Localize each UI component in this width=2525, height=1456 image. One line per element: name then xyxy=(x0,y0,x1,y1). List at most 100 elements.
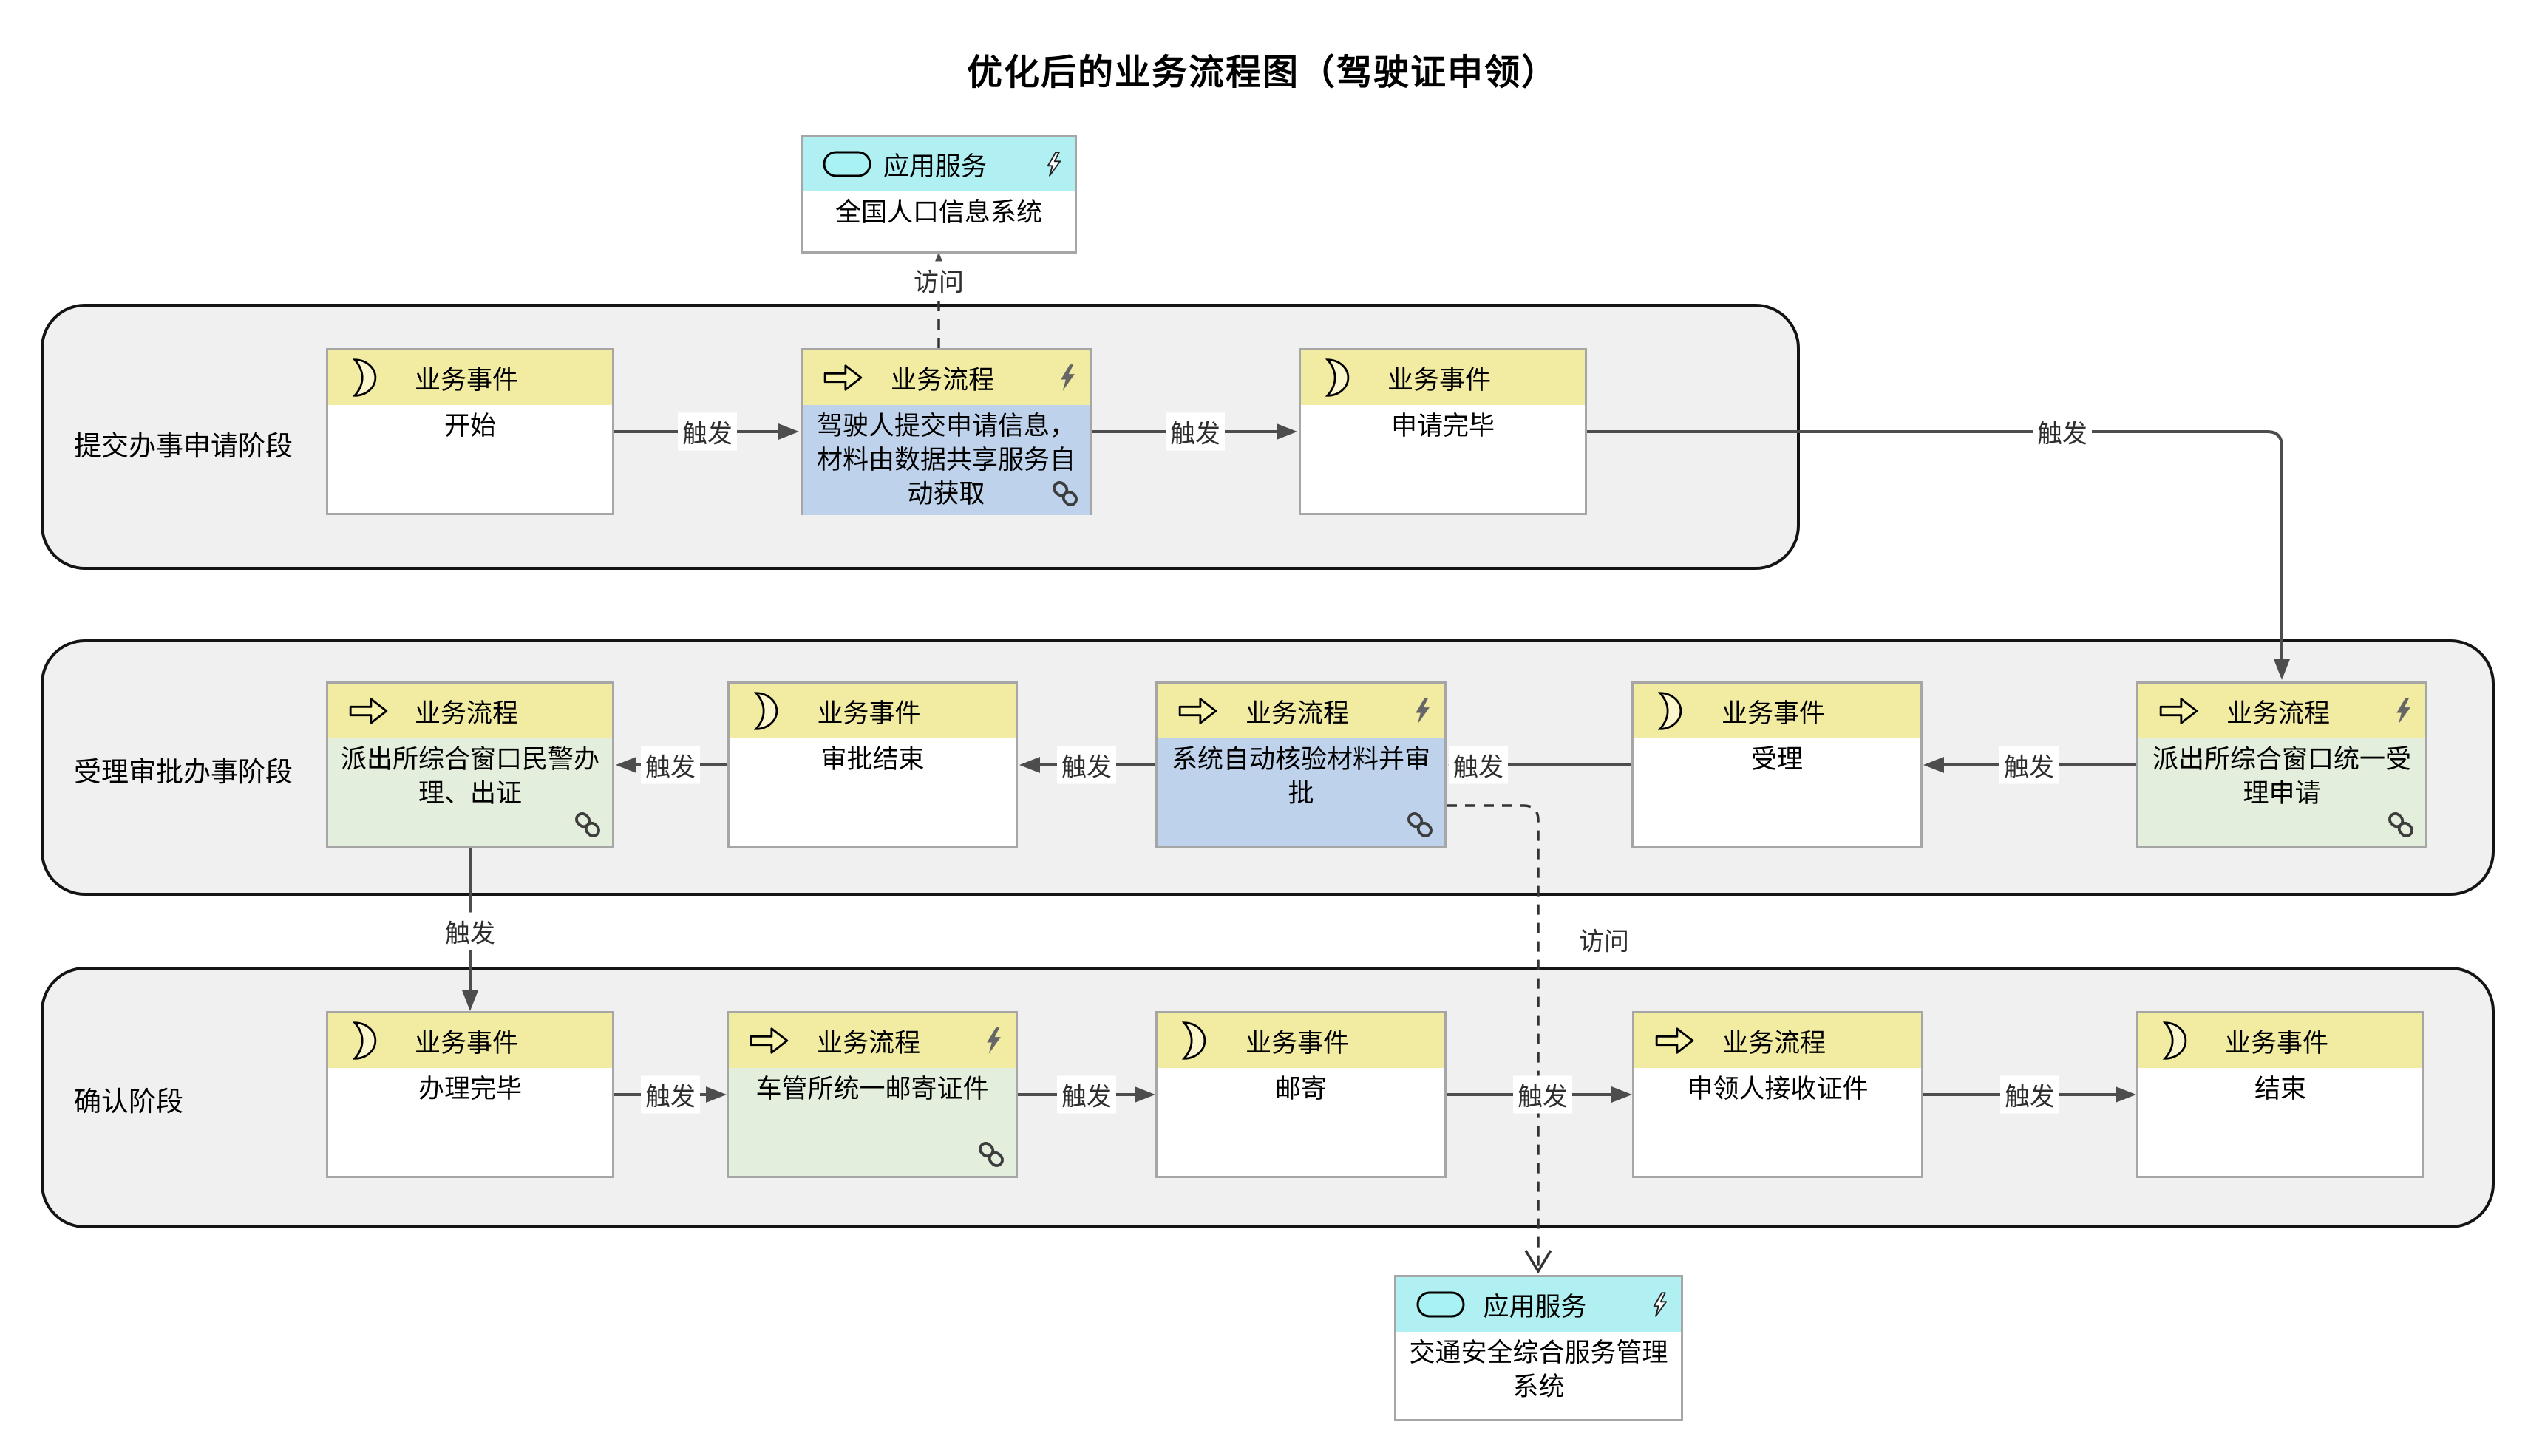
node-mail[interactable]: 业务事件 邮寄 xyxy=(1155,1011,1447,1178)
business-process-icon xyxy=(2158,695,2201,727)
node-header: 业务事件 xyxy=(730,684,1016,738)
lane-label-confirmation: 确认阶段 xyxy=(74,1086,183,1117)
node-header: 业务事件 xyxy=(1301,350,1585,405)
node-type-label: 业务流程 xyxy=(414,698,518,728)
lane-label-acceptance: 受理审批办事阶段 xyxy=(74,757,293,787)
lightning-outline-icon xyxy=(1651,1288,1669,1321)
edge-label-trigger: 触发 xyxy=(1999,746,2059,784)
node-header: 业务流程 xyxy=(729,1013,1016,1068)
node-header: 业务事件 xyxy=(1634,684,1920,738)
node-unified-acceptance[interactable]: 业务流程 派出所综合窗口统一受理申请 xyxy=(2136,681,2427,848)
chain-link-icon xyxy=(2385,809,2416,840)
node-done[interactable]: 业务事件 办理完毕 xyxy=(326,1011,614,1178)
node-type-label: 业务事件 xyxy=(1245,1028,1349,1058)
business-process-icon xyxy=(1654,1025,1696,1056)
node-body: 邮寄 xyxy=(1158,1068,1444,1176)
business-event-icon xyxy=(2158,1020,2190,1061)
node-body: 办理完毕 xyxy=(328,1068,612,1176)
node-header: 业务流程 xyxy=(328,684,612,738)
node-body: 申请完毕 xyxy=(1301,405,1585,513)
business-event-icon xyxy=(1320,357,1353,398)
node-text: 交通安全综合服务管理系统 xyxy=(1409,1338,1668,1402)
node-text: 驾驶人提交申请信息，材料由数据共享服务自动获取 xyxy=(816,412,1075,509)
node-header: 业务流程 xyxy=(2138,684,2425,738)
node-type-label: 应用服务 xyxy=(1483,1292,1587,1321)
node-start[interactable]: 业务事件 开始 xyxy=(326,348,614,515)
node-body: 驾驶人提交申请信息，材料由数据共享服务自动获取 xyxy=(803,405,1090,515)
node-type-label: 应用服务 xyxy=(883,152,987,181)
edge-label-trigger: 触发 xyxy=(678,412,737,451)
node-header: 应用服务 xyxy=(1396,1277,1681,1332)
node-text: 结束 xyxy=(2254,1075,2306,1103)
business-event-icon xyxy=(1653,690,1685,732)
node-accept[interactable]: 业务事件 受理 xyxy=(1631,681,1923,848)
business-event-icon xyxy=(749,690,781,732)
edge-label-trigger: 触发 xyxy=(2033,412,2092,451)
node-application-complete[interactable]: 业务事件 申请完毕 xyxy=(1299,348,1587,515)
node-text: 邮寄 xyxy=(1274,1075,1327,1103)
node-end[interactable]: 业务事件 结束 xyxy=(2136,1011,2424,1178)
node-body: 车管所统一邮寄证件 xyxy=(729,1068,1016,1176)
node-auto-verify[interactable]: 业务流程 系统自动核验材料并审批 xyxy=(1155,681,1447,848)
node-body: 派出所综合窗口民警办理、出证 xyxy=(328,738,612,846)
node-text: 审批结束 xyxy=(820,745,925,774)
node-body: 交通安全综合服务管理系统 xyxy=(1396,1332,1681,1419)
node-header: 业务流程 xyxy=(1158,684,1444,738)
lane-label-submit: 提交办事申请阶段 xyxy=(74,431,293,461)
node-type-label: 业务事件 xyxy=(817,698,921,728)
node-header: 业务流程 xyxy=(1634,1013,1921,1068)
node-type-label: 业务事件 xyxy=(2224,1028,2328,1058)
node-text: 派出所综合窗口统一受理申请 xyxy=(2152,745,2411,809)
node-mail-cert[interactable]: 业务流程 车管所统一邮寄证件 xyxy=(727,1011,1018,1178)
node-body: 开始 xyxy=(328,405,612,513)
node-text: 车管所统一邮寄证件 xyxy=(755,1075,989,1103)
node-text: 申领人接收证件 xyxy=(1687,1075,1869,1103)
business-event-icon xyxy=(347,1020,380,1061)
chain-link-icon xyxy=(1050,478,1081,509)
chain-link-icon xyxy=(976,1139,1007,1170)
edge-label-trigger: 触发 xyxy=(1513,1075,1572,1114)
business-event-icon xyxy=(347,357,380,398)
node-body: 审批结束 xyxy=(730,738,1016,846)
node-type-label: 业务流程 xyxy=(2226,698,2330,728)
node-receive-cert[interactable]: 业务流程 申领人接收证件 xyxy=(1632,1011,1923,1178)
node-body: 系统自动核验材料并审批 xyxy=(1158,738,1444,846)
edge-label-trigger: 触发 xyxy=(641,746,700,784)
node-submit-info[interactable]: 业务流程 驾驶人提交申请信息，材料由数据共享服务自动获取 xyxy=(801,348,1092,515)
node-type-label: 业务流程 xyxy=(816,1028,920,1058)
node-police-window[interactable]: 业务流程 派出所综合窗口民警办理、出证 xyxy=(326,681,614,848)
lightning-outline-icon xyxy=(1045,148,1063,180)
node-header: 业务事件 xyxy=(1158,1013,1444,1068)
node-text: 申请完毕 xyxy=(1390,412,1495,440)
node-text: 系统自动核验材料并审批 xyxy=(1171,745,1430,809)
node-body: 全国人口信息系统 xyxy=(803,191,1075,251)
node-text: 办理完毕 xyxy=(418,1075,522,1103)
node-approval-end[interactable]: 业务事件 审批结束 xyxy=(727,681,1018,848)
node-text: 派出所综合窗口民警办理、出证 xyxy=(340,745,599,809)
business-event-icon xyxy=(1177,1020,1209,1061)
edge-label-trigger: 触发 xyxy=(441,912,500,950)
edge-label-trigger: 触发 xyxy=(1057,746,1116,784)
edge-label-trigger: 触发 xyxy=(1057,1075,1116,1114)
node-text: 受理 xyxy=(1750,745,1803,774)
edge-label-trigger: 触发 xyxy=(1449,746,1508,784)
node-type-label: 业务流程 xyxy=(1722,1028,1826,1058)
business-process-icon xyxy=(748,1025,791,1056)
node-header: 业务流程 xyxy=(803,350,1090,405)
node-body: 结束 xyxy=(2138,1068,2422,1176)
node-header: 业务事件 xyxy=(328,350,612,405)
node-text: 开始 xyxy=(444,412,496,440)
business-process-icon xyxy=(347,695,390,727)
node-header: 应用服务 xyxy=(803,137,1075,191)
node-national-population-system[interactable]: 应用服务 全国人口信息系统 xyxy=(801,135,1077,254)
node-traffic-safety-system[interactable]: 应用服务 交通安全综合服务管理系统 xyxy=(1394,1275,1683,1421)
edge-label-trigger: 触发 xyxy=(2000,1075,2059,1114)
business-process-icon xyxy=(822,362,865,393)
node-type-label: 业务事件 xyxy=(414,1028,518,1058)
lightning-icon xyxy=(1058,361,1078,394)
node-type-label: 业务流程 xyxy=(890,365,994,395)
application-service-icon xyxy=(1416,1290,1466,1319)
node-type-label: 业务事件 xyxy=(414,365,518,395)
lightning-icon xyxy=(985,1024,1004,1057)
